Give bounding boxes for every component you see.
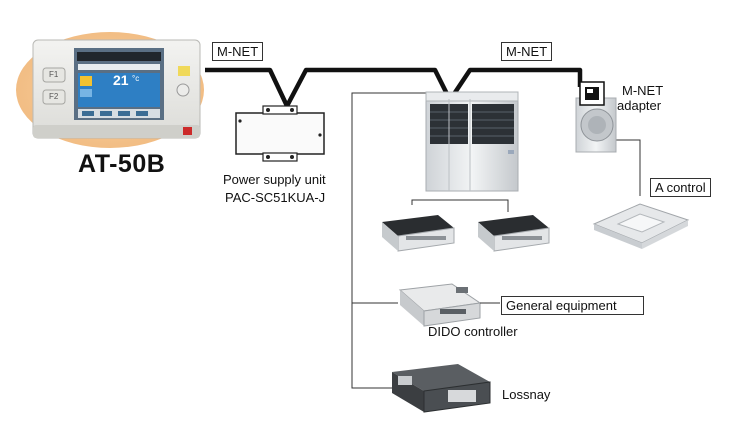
mnet-label-right: M-NET bbox=[501, 42, 553, 61]
cassette-unit bbox=[592, 203, 690, 249]
dido-controller-device bbox=[398, 283, 500, 327]
outdoor-unit bbox=[425, 91, 519, 192]
general-equipment-label: General equipment bbox=[501, 296, 644, 315]
a-control-label: A control bbox=[650, 178, 711, 197]
mnet-adapter-unit bbox=[575, 81, 617, 153]
power-supply-model: PAC-SC51KUA-J bbox=[225, 190, 326, 205]
power-supply-title: Power supply unit bbox=[223, 172, 326, 187]
dido-controller-label: DIDO controller bbox=[428, 324, 518, 339]
mnet-adapter-label-line1: M-NET bbox=[622, 83, 664, 98]
indoor-unit-left bbox=[382, 215, 455, 252]
f1-label: F1 bbox=[49, 70, 59, 79]
f2-label: F2 bbox=[49, 92, 59, 101]
controller-screen-temperature: 21 bbox=[113, 72, 129, 88]
mnet-label-left: M-NET bbox=[212, 42, 264, 61]
mnet-cable bbox=[205, 67, 583, 109]
f1-button bbox=[42, 67, 66, 83]
f2-button bbox=[42, 89, 66, 105]
lossnay-device bbox=[392, 364, 491, 413]
power-supply-unit bbox=[235, 105, 325, 162]
power-button bbox=[176, 83, 190, 97]
mnet-adapter-label-line2: adapter bbox=[617, 98, 662, 113]
controller-screen-unit: °c bbox=[132, 74, 140, 83]
lossnay-label: Lossnay bbox=[502, 387, 551, 402]
indoor-unit-right bbox=[478, 215, 550, 252]
controller-model-label: AT-50B bbox=[78, 150, 166, 178]
at-50b-controller bbox=[16, 32, 204, 148]
